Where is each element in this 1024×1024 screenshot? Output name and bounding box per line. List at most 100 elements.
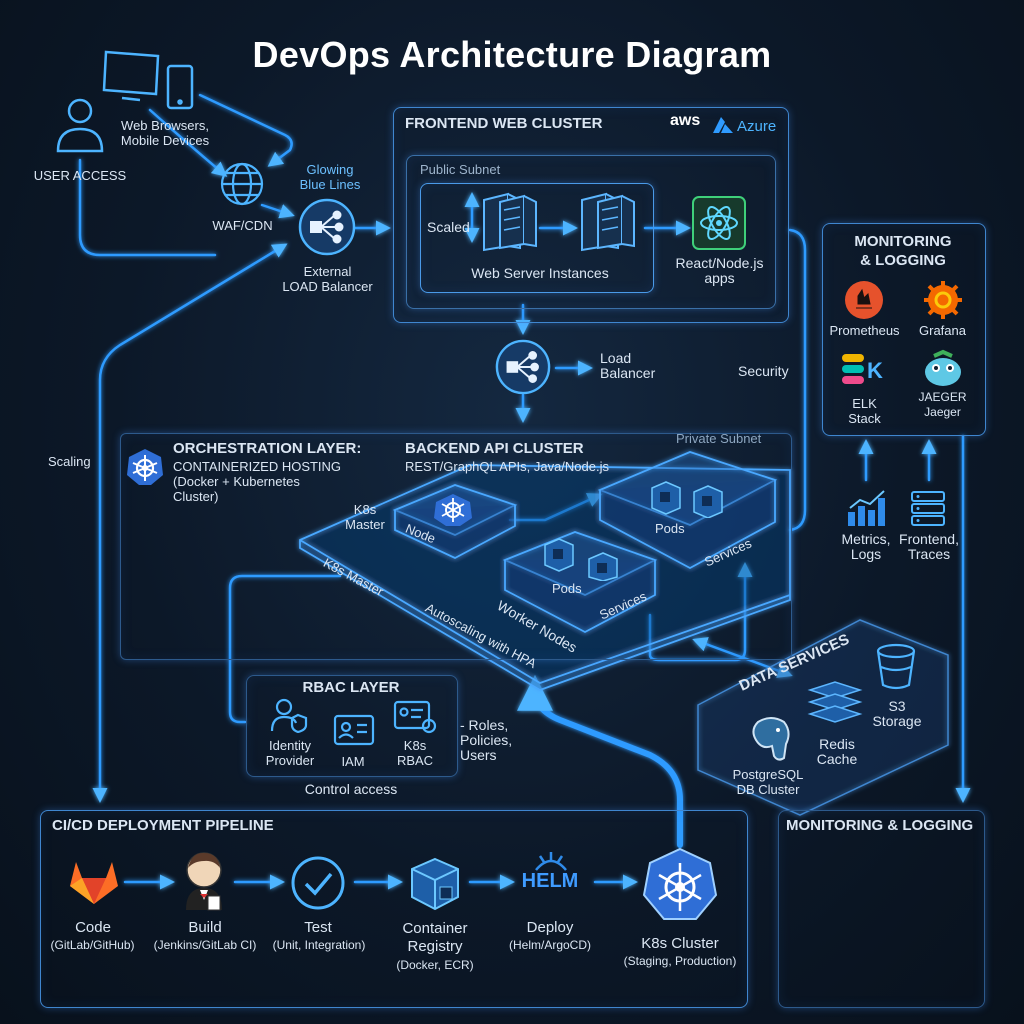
devices-label: Web Browsers, Mobile Devices <box>120 118 210 148</box>
wire-waf-to-elb <box>260 203 295 219</box>
stage-registry-label: Container Registry <box>402 920 468 955</box>
user-icon <box>56 98 104 153</box>
k8s-rbac-icon <box>393 700 437 734</box>
test-check-icon <box>291 856 345 910</box>
worker-pods-label: Pods <box>552 581 582 596</box>
web-instances-label: Web Server Instances <box>471 265 609 281</box>
react-apps-label: React/Node.js apps <box>675 255 764 286</box>
pipeline-panel <box>40 810 748 1008</box>
jaeger-label: JAEGER Jaeger <box>918 390 967 419</box>
helm-wheel-icon <box>535 852 567 871</box>
orchestration-subtitle: CONTAINERIZED HOSTING (Docker + Kubernet… <box>173 459 342 504</box>
iam-label: IAM <box>341 754 365 769</box>
metrics-chart-icon <box>848 490 885 526</box>
frontend-title: FRONTEND WEB CLUSTER <box>405 115 603 132</box>
glowing-lines-label: Glowing Blue Lines <box>299 162 361 192</box>
stage-deploy-label: Deploy <box>526 919 574 936</box>
grafana-icon <box>924 281 962 319</box>
frontend-cluster-panel <box>393 107 789 323</box>
stage-test-label: Test <box>304 919 332 936</box>
stage-build-label: Build <box>188 919 222 936</box>
wire-security-bracket <box>788 228 807 532</box>
traces-stack-icon <box>911 491 945 526</box>
react-icon <box>692 196 746 250</box>
s3-bucket-icon <box>876 643 916 690</box>
aws-logo: aws <box>670 112 701 129</box>
orchestration-panel <box>120 433 792 660</box>
pods-cubes-icon <box>651 481 723 518</box>
container-registry-icon <box>411 857 459 911</box>
jaeger-icon <box>925 349 961 386</box>
user-access-label: USER ACCESS <box>33 168 127 183</box>
traces-label: Frontend, Traces <box>899 531 959 562</box>
stage-k8s-sub: (Staging, Production) <box>623 954 737 968</box>
wire-top-loop <box>198 93 293 167</box>
metrics-label: Metrics, Logs <box>841 531 891 562</box>
monitoring-panel-top <box>822 223 986 436</box>
rbac-roles-label: - Roles, Policies, Users <box>460 717 513 763</box>
stage-build-sub: (Jenkins/GitLab CI) <box>153 938 257 952</box>
stage-k8s-label: K8s Cluster <box>641 935 719 952</box>
kubernetes-icon <box>127 449 163 485</box>
public-subnet-label: Public Subnet <box>420 162 501 177</box>
azure-logo-icon <box>713 117 733 133</box>
k8s-cluster-icon <box>642 847 718 920</box>
s3-label: S3 Storage <box>872 698 922 729</box>
elk-label: ELK Stack <box>848 396 881 426</box>
identity-provider-label: Identity Provider <box>265 738 315 768</box>
rbac-title: RBAC LAYER <box>302 679 400 696</box>
control-access-label: Control access <box>304 781 398 797</box>
waf-cdn-label: WAF/CDN <box>212 218 273 233</box>
security-label: Security <box>738 363 789 379</box>
backend-title: BACKEND API CLUSTER <box>405 440 584 457</box>
stage-code-label: Code <box>75 919 111 936</box>
devices-icon <box>102 50 194 110</box>
private-subnet-label: Private Subnet <box>676 431 762 446</box>
gitlab-icon <box>70 862 118 904</box>
redis-label: Redis Cache <box>816 736 858 767</box>
worker-pods-cubes-icon <box>544 538 618 581</box>
rbac-panel <box>246 675 458 777</box>
public-subnet-panel <box>406 155 776 309</box>
monitoring-panel-bottom <box>778 810 985 1008</box>
load-balancer-icon <box>298 198 356 256</box>
k8s-master-label: K8s Master <box>345 502 385 532</box>
monitoring-bottom-title: MONITORING & LOGGING <box>786 817 974 834</box>
wire-pipeline-to-cluster <box>517 674 683 848</box>
backend-platform <box>299 451 791 691</box>
azure-label: Azure <box>737 118 777 135</box>
prometheus-label: Prometheus <box>829 323 900 338</box>
elb-label: External LOAD Balancer <box>282 264 373 294</box>
stage-deploy-sub: (Helm/ArgoCD) <box>508 938 591 952</box>
wire-scaling <box>92 243 288 803</box>
postgresql-label: PostgreSQL DB Cluster <box>732 767 804 797</box>
stage-test-sub: (Unit, Integration) <box>272 938 366 952</box>
redis-icon <box>807 681 863 723</box>
orchestration-title: ORCHESTRATION LAYER: <box>173 440 362 457</box>
svg-text:K: K <box>867 358 883 383</box>
prometheus-icon <box>845 281 883 319</box>
pods-label: Pods <box>655 521 685 536</box>
jenkins-icon <box>186 852 222 911</box>
internal-load-balancer-icon <box>495 339 551 395</box>
diagram-title: DevOps Architecture Diagram <box>252 34 772 75</box>
k8s-rbac-label: K8s RBAC <box>396 738 434 768</box>
web-instances-panel <box>420 183 654 293</box>
load-balancer-label: Load Balancer <box>600 350 656 381</box>
globe-icon <box>220 162 264 206</box>
stage-code-sub: (GitLab/GitHub) <box>50 938 135 952</box>
scaled-label: Scaled <box>427 219 470 235</box>
wire-rbac-loop <box>228 574 342 724</box>
postgresql-icon <box>752 717 790 761</box>
wire-devices-to-waf <box>148 108 228 177</box>
monitoring-top-title: MONITORING & LOGGING <box>854 233 952 269</box>
backend-subtitle: REST/GraphQL APIs, Java/Node.js <box>405 459 609 474</box>
stage-registry-sub: (Docker, ECR) <box>396 958 474 972</box>
elk-icon: K <box>842 354 883 384</box>
server-icon-2 <box>581 192 635 252</box>
pipeline-title: CI/CD DEPLOYMENT PIPELINE <box>52 817 274 834</box>
server-icon <box>483 192 537 252</box>
helm-logo-text: HELM <box>521 870 579 892</box>
